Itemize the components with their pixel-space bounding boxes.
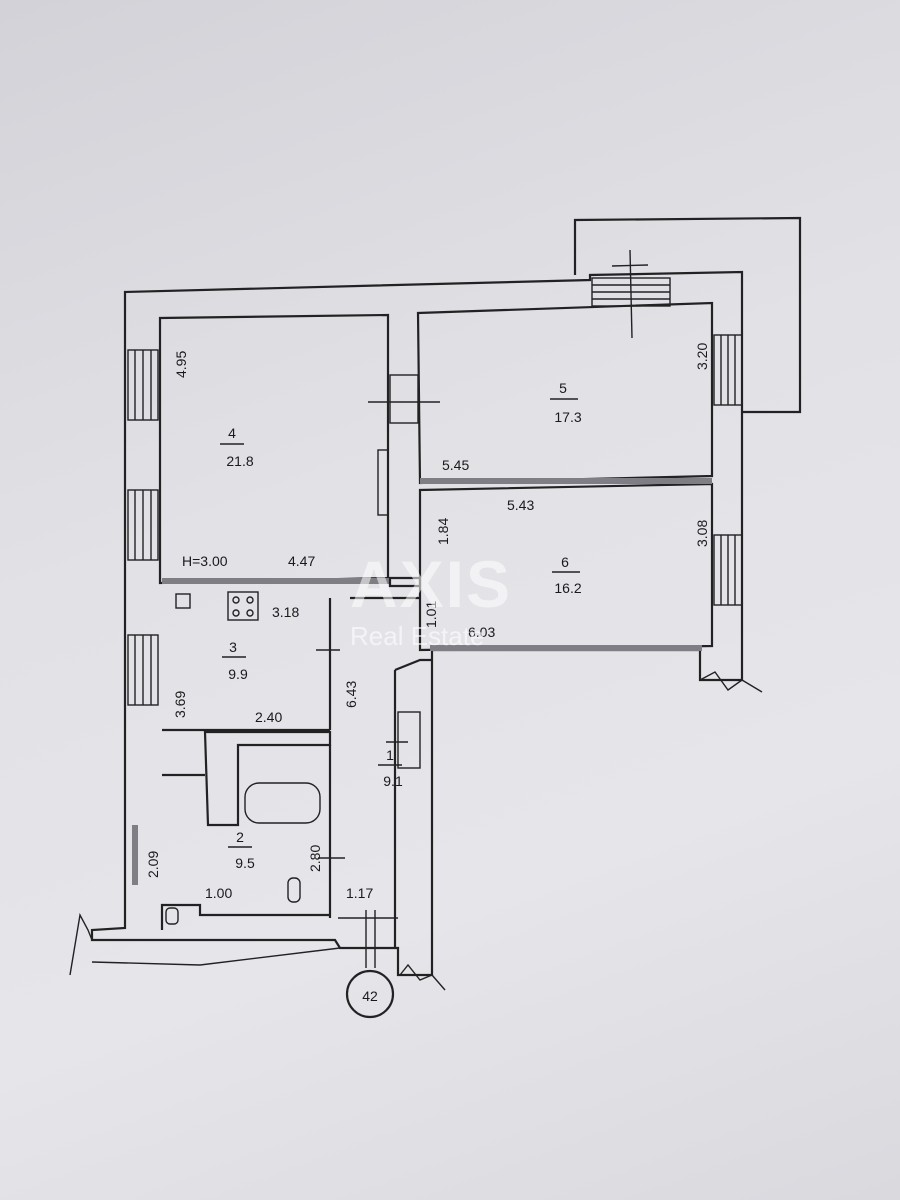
dim-room6-height: 3.08 (694, 520, 710, 547)
dim-room6-width-top: 5.43 (507, 497, 534, 513)
stair-marker: 42 (345, 969, 395, 1019)
room-1-area: 9.1 (383, 773, 403, 789)
room-2-area: 9.5 (235, 855, 255, 871)
room-4-number: 4 (228, 425, 236, 441)
dim-corridor-small: 1.01 (423, 601, 439, 628)
toilet-icon (165, 907, 179, 925)
room-4-area: 21.8 (226, 453, 253, 469)
dim-bath-height-right: 2.80 (307, 845, 323, 872)
room-3-area: 9.9 (228, 666, 248, 682)
stair-marker-number: 42 (362, 988, 378, 1004)
watermark-subtitle: Real Estate (350, 621, 484, 651)
dimension-labels: 4.95 H=3.00 4.47 3.20 5.45 5.43 3.08 6.0… (145, 343, 710, 901)
dim-entry-width: 1.17 (346, 885, 373, 901)
windows-left (127, 349, 159, 885)
washbasin-icon (287, 877, 301, 903)
interior-partitions (69, 374, 712, 991)
room-3-number: 3 (229, 639, 237, 655)
watermark: AXIS Real Estate (350, 547, 512, 651)
room-2-number: 2 (236, 829, 244, 845)
room-1-number: 1 (386, 747, 394, 763)
dim-kitchen-height: 3.69 (172, 691, 188, 718)
dim-room4-height: 4.95 (173, 351, 189, 378)
sink-icon (175, 593, 191, 609)
dim-room6-width-bottom: 6.03 (468, 624, 495, 640)
watermark-brand: AXIS (350, 547, 512, 621)
fixtures (165, 591, 321, 925)
dim-room4-width: 4.47 (288, 553, 315, 569)
dim-corridor-upper: 1.84 (435, 518, 451, 545)
dim-kitchen-width: 2.40 (255, 709, 282, 725)
balcony (573, 216, 802, 414)
bathtub-icon (244, 782, 321, 824)
room-6-number: 6 (561, 554, 569, 570)
room-6-area: 16.2 (554, 580, 581, 596)
dim-room5-width: 5.45 (442, 457, 469, 473)
dim-room5-height: 3.20 (694, 343, 710, 370)
dim-hall-length: 6.43 (343, 681, 359, 708)
windows-right (591, 277, 763, 693)
dim-bath-height-left: 2.09 (145, 851, 161, 878)
room-5-area: 17.3 (554, 409, 581, 425)
room-5-number: 5 (559, 380, 567, 396)
dim-ceiling-height: H=3.00 (182, 553, 228, 569)
dim-kitchen-width-top: 3.18 (272, 604, 299, 620)
room-labels: 4 21.8 5 17.3 6 16.2 3 9.9 1 9.1 2 9.5 (220, 380, 582, 871)
dim-bath-width: 1.00 (205, 885, 232, 901)
stove-icon (227, 591, 259, 621)
